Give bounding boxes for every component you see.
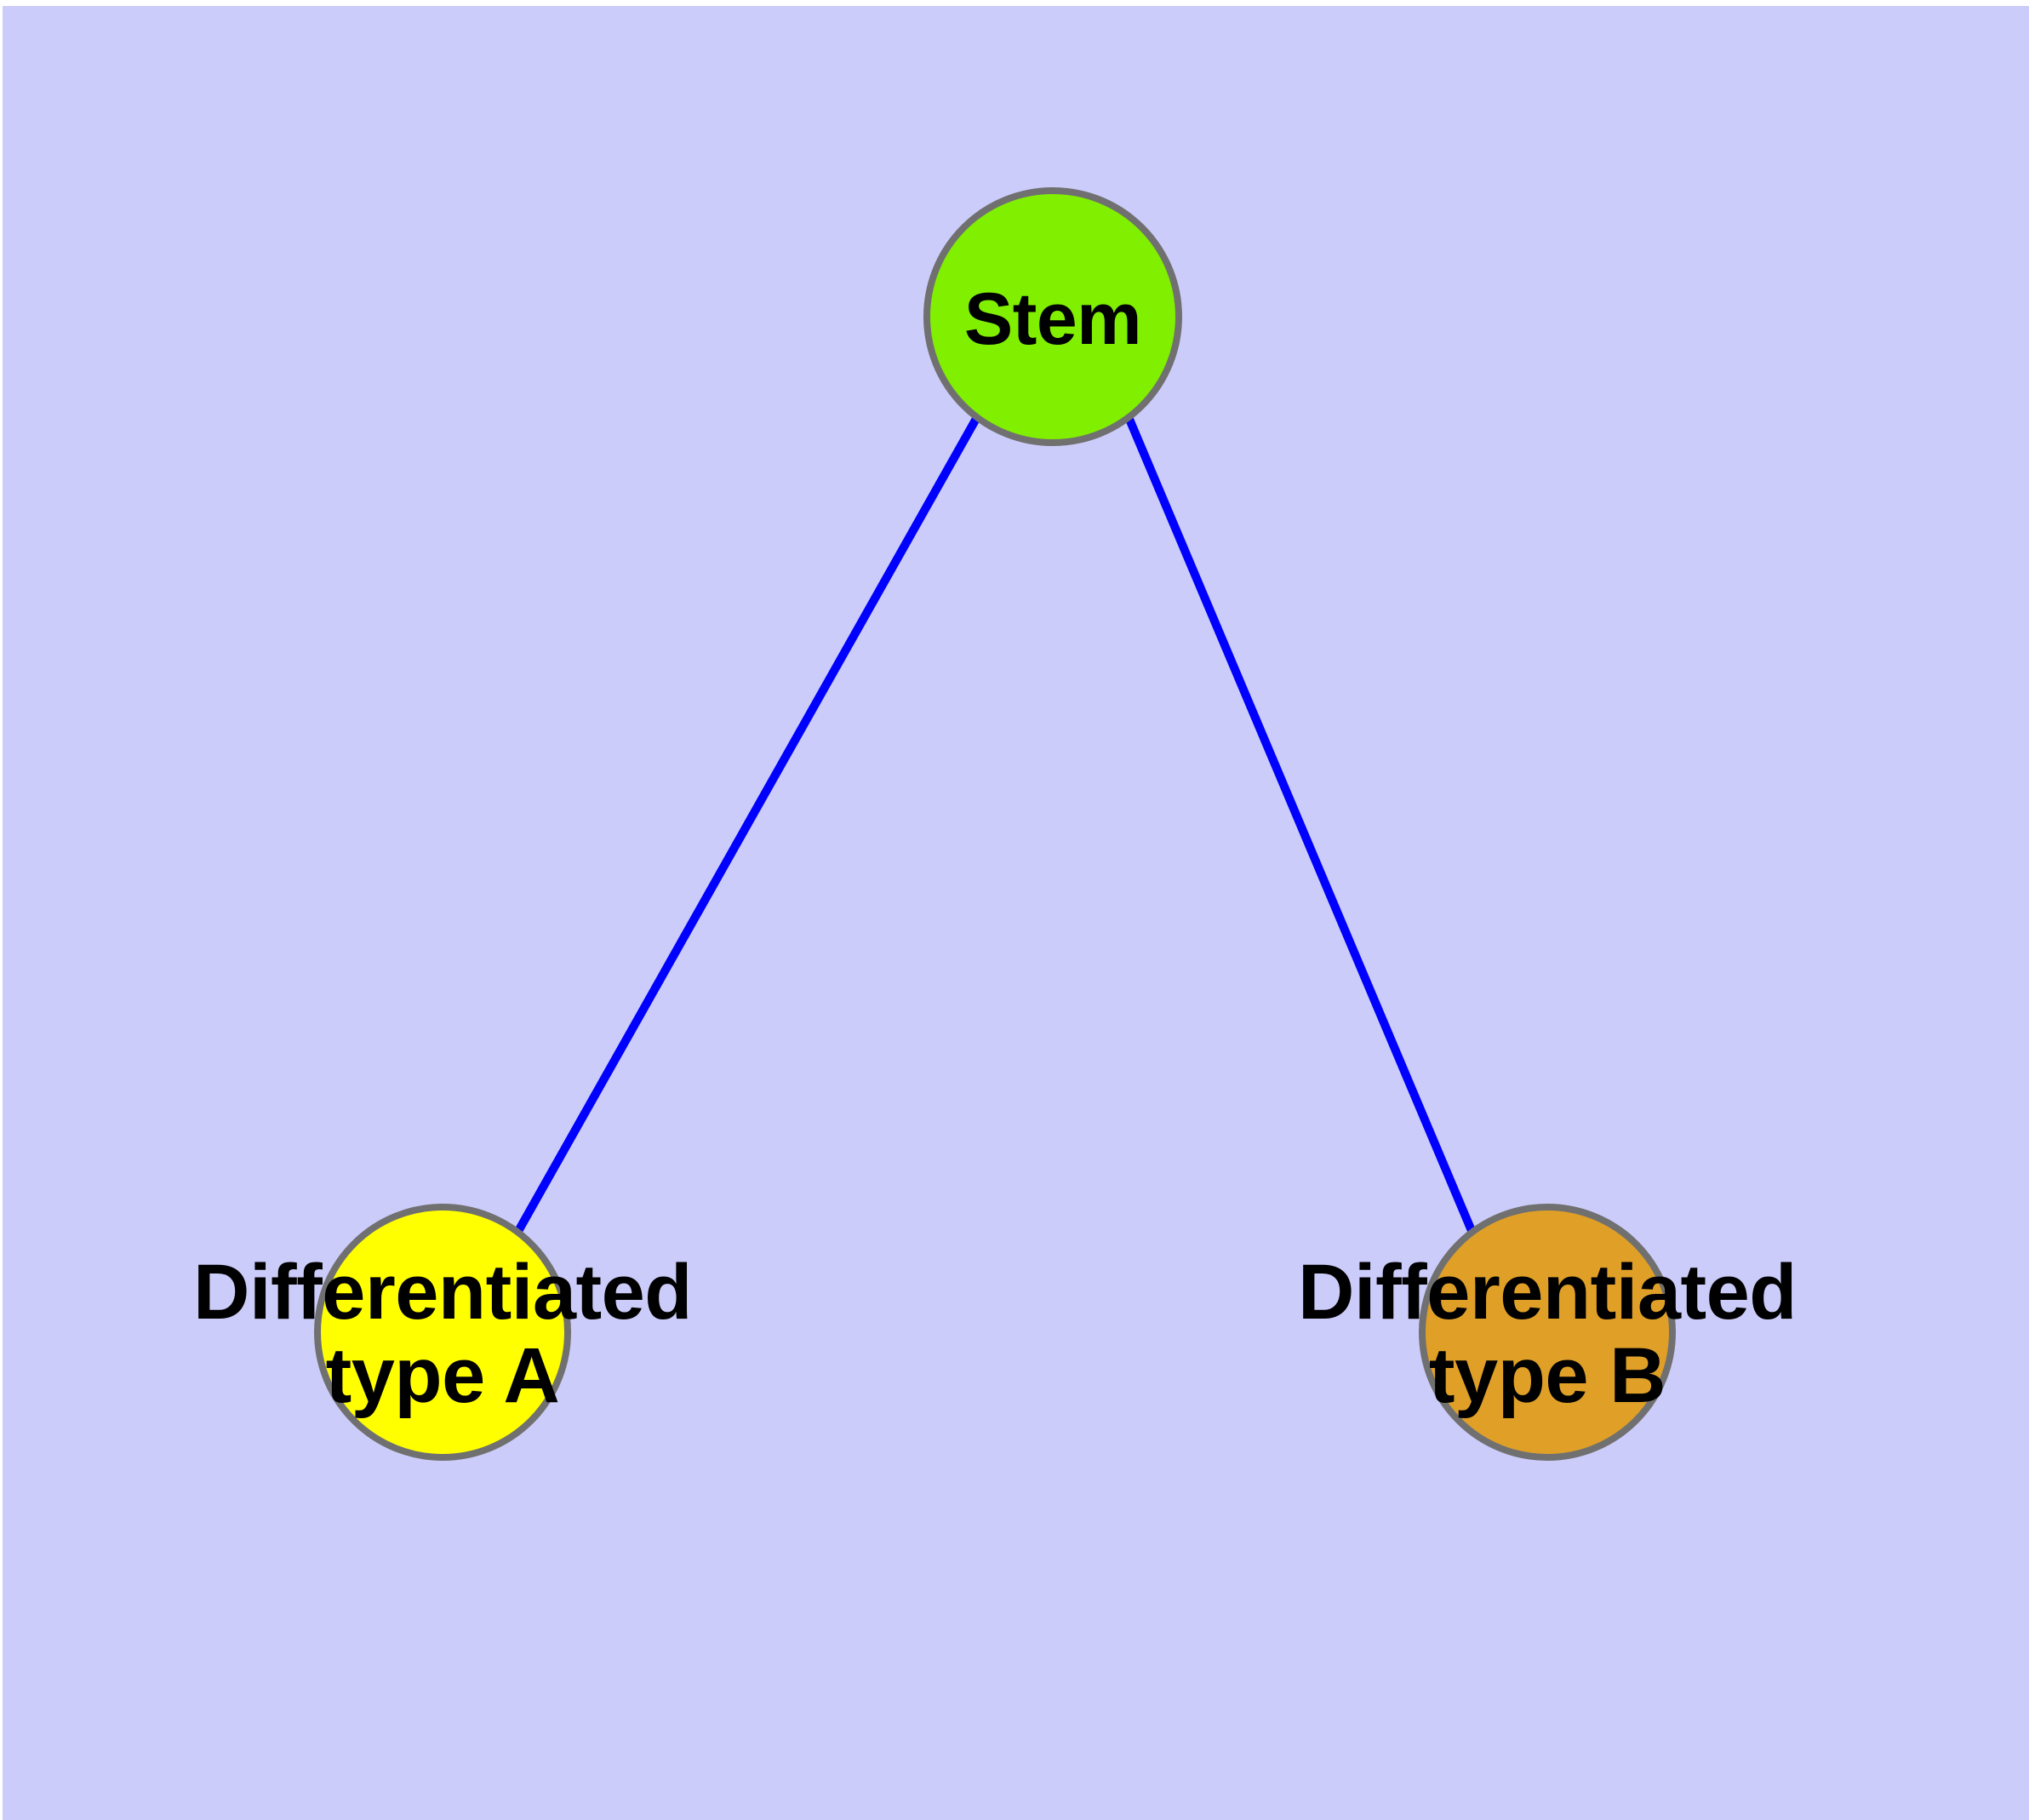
edge-layer: [513, 415, 1477, 1235]
node-layer: [314, 187, 1676, 1461]
node-differentiated-type-a[interactable]: [314, 1204, 571, 1461]
edge-stem-to-diff-b: [1124, 415, 1477, 1234]
edge-stem-to-diff-a: [513, 415, 981, 1235]
node-stem[interactable]: [923, 187, 1182, 446]
node-differentiated-type-b[interactable]: [1419, 1204, 1676, 1461]
